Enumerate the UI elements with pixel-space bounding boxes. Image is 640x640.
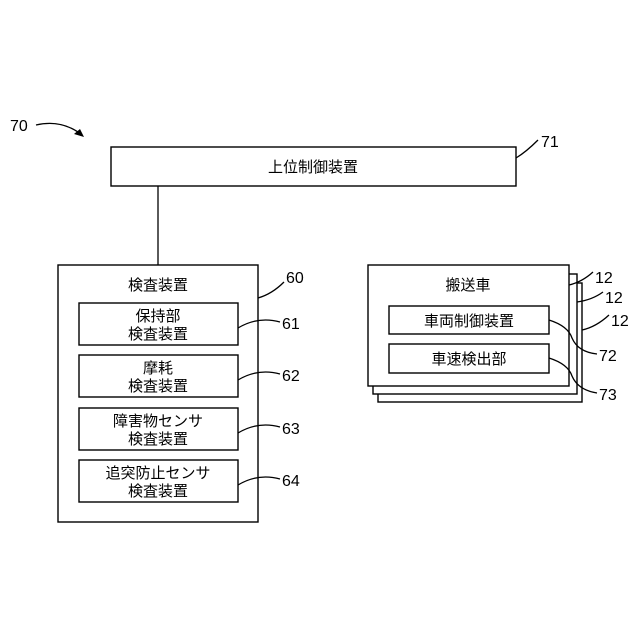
host-controller-label: 上位制御装置 [268,158,358,176]
inspection-module-obstacle-sensor: 障害物センサ 検査装置 63 [79,408,300,450]
transport-vehicle-leader [582,315,609,330]
inspection-module-line2: 検査装置 [128,482,188,500]
vehicle-module-label: 車速検出部 [431,350,506,368]
transport-vehicle-ref: 12 [595,270,613,287]
inspection-module-ref: 63 [282,421,300,438]
vehicle-module-label: 車両制御装置 [424,312,514,330]
inspection-module-ref: 62 [282,368,300,385]
inspection-module-line1: 保持部 [135,307,180,325]
inspection-module-collision-sensor: 追突防止センサ 検査装置 64 [79,460,300,502]
inspection-module-line2: 検査装置 [128,377,188,395]
vehicle-module-ref: 73 [599,387,617,404]
host-controller-leader [516,140,538,158]
inspection-module-holder: 保持部 検査装置 61 [79,303,300,345]
system-ref-label: 70 [10,118,28,135]
inspection-module-line1: 障害物センサ [113,412,203,430]
inspection-module-line1: 追突防止センサ [105,464,210,482]
inspection-device-title: 検査装置 [128,276,188,294]
transport-vehicle-ref: 12 [605,290,623,307]
transport-vehicle-ref: 12 [611,313,629,330]
inspection-module-line2: 検査装置 [128,430,188,448]
transport-vehicle-title: 搬送車 [445,276,490,294]
inspection-module-line1: 摩耗 [143,359,173,377]
inspection-module-wear: 摩耗 検査装置 62 [79,355,300,397]
inspection-device-leader [258,282,284,298]
host-controller-ref: 71 [541,134,559,151]
inspection-module-ref: 61 [282,316,300,333]
inspection-device-ref: 60 [286,270,304,287]
inspection-module-ref: 64 [282,473,300,490]
inspection-module-line2: 検査装置 [128,325,188,343]
vehicle-module-ref: 72 [599,348,617,365]
